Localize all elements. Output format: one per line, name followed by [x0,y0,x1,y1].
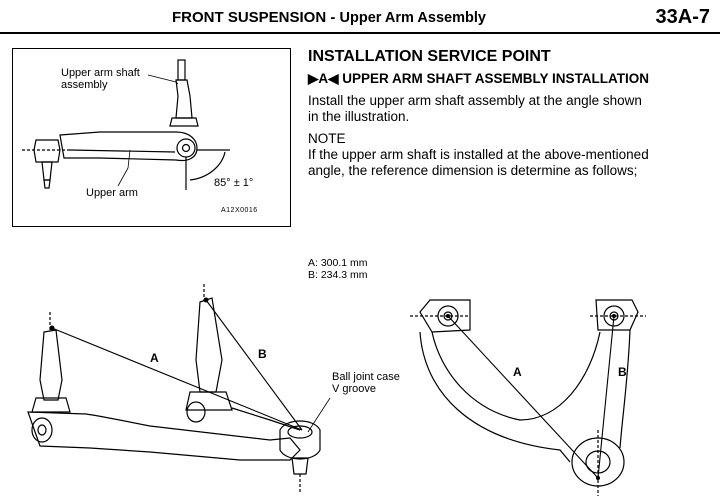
dimension-a-value: A: 300.1 mm [308,257,368,269]
shaft-stud [177,59,186,81]
dimension-b-line-right [597,315,615,479]
dimension-a-label: A [150,351,159,365]
section-title: FRONT SUSPENSION [172,9,327,26]
upper-arm-label: Upper arm [86,187,138,199]
left-shaft [39,329,63,401]
angle-figure-frame [12,48,291,227]
page-header-title: FRONT SUSPENSION - Upper Arm Assembly [172,9,486,26]
measurement-lines-left [51,299,331,433]
bushing [176,138,196,158]
arm-inner-curve [431,331,601,421]
dimension-b-value: B: 234.3 mm [308,269,368,281]
shaft-label: Upper arm shaft assembly [61,67,140,91]
ball-joint-case [279,420,321,460]
note-text: If the upper arm shaft is installed at t… [308,147,649,178]
left-bushing-mount [419,299,471,333]
service-point-subtitle: ▶A◀ UPPER ARM SHAFT ASSEMBLY INSTALLATIO… [308,71,650,86]
service-point-title: INSTALLATION SERVICE POINT [308,48,551,65]
dimension-a-label-right: A [513,365,522,379]
step-marker: ▶A◀ [308,71,339,86]
dimension-b-label-right: B [618,365,627,379]
top-view-arm-illustration [410,299,646,496]
header-divider [0,32,720,34]
note-heading: NOTE [308,131,346,146]
dimension-a-line-right [447,315,599,479]
right-shaft [195,297,223,393]
shaft-body [175,79,193,119]
ball-joint-label: Ball joint case V groove [332,371,400,395]
measurement-lines-right [447,315,615,479]
instruction-text: Install the upper arm shaft assembly at … [308,93,642,124]
v-groove-leader [307,397,331,433]
perspective-assembly-illustration [27,284,321,492]
dimension-a-line [51,327,303,431]
dimension-b-label: B [258,347,267,361]
figure-code: A12X0016 [221,207,258,214]
upper-arm-outline [59,131,198,162]
header-separator: - [330,9,336,26]
page-number: 33A-7 [655,6,710,28]
subsection-title: Upper Arm Assembly [339,10,486,26]
right-bushing-mount [595,299,639,331]
dimension-b-line [205,299,303,431]
ball-joint-left [33,139,61,163]
angle-label: 85° ± 1° [214,177,254,189]
arm-body-left [27,411,301,461]
